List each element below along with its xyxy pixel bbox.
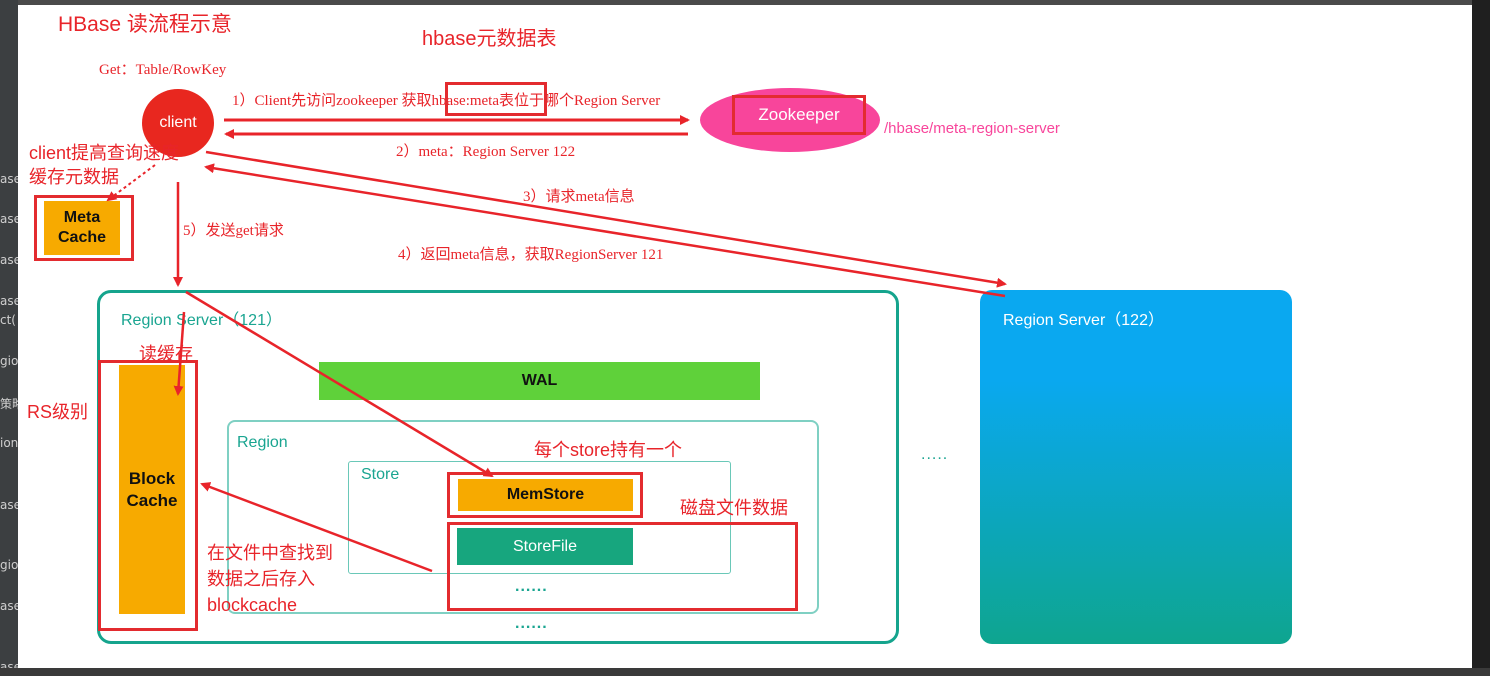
region-ellipsis: ...... xyxy=(515,615,548,632)
memstore-highlight xyxy=(447,472,643,518)
step2-label: 2）meta：Region Server 122 xyxy=(396,144,576,160)
sidebar-fragment: gio xyxy=(0,354,19,368)
client-node: client xyxy=(142,89,214,157)
store-label: Store xyxy=(361,466,400,483)
find-note-line3: blockcache xyxy=(207,595,298,615)
meta-cache-line1: Meta xyxy=(63,209,101,226)
get-label: Get：Table/RowKey xyxy=(99,62,227,78)
client-cache-note-line2: 缓存元数据 xyxy=(29,167,119,187)
rs-ellipsis: ..... xyxy=(921,446,949,463)
disk-data-label: 磁盘文件数据 xyxy=(680,498,788,518)
step3-arrow xyxy=(205,150,1007,288)
meta-table-label: hbase元数据表 xyxy=(422,28,557,50)
client-cache-note: client提高查询速度 缓存元数据 xyxy=(29,141,179,189)
block-cache-highlight xyxy=(98,360,198,631)
block-cache-line2: Cache xyxy=(126,490,178,510)
read-cache-arrow xyxy=(173,311,186,396)
sidebar-fragment: ase xyxy=(0,253,21,267)
sidebar-fragment: ase xyxy=(0,172,21,186)
per-store-label: 每个store持有一个 xyxy=(534,440,683,460)
meta-cache-line2: Cache xyxy=(57,229,107,246)
zk-path-label: /hbase/meta-region-server xyxy=(884,120,1060,137)
sidebar-fragment: ase xyxy=(0,498,21,512)
cache-meta-arrow xyxy=(106,164,156,202)
window-bottom-strip xyxy=(0,668,1490,676)
zookeeper-node xyxy=(700,88,880,152)
diagram-title: HBase 读流程示意 xyxy=(58,13,232,36)
storefile-node: StoreFile xyxy=(457,528,633,565)
step4-arrow xyxy=(204,163,1006,298)
block-cache-line1: Block xyxy=(128,468,176,488)
sidebar-fragment: gio xyxy=(0,558,19,572)
sidebar-fragment: ion xyxy=(0,436,19,450)
hbase-meta-highlight xyxy=(445,82,547,116)
memstore-arrow xyxy=(185,290,494,478)
sidebar-fragment: ase xyxy=(0,294,21,308)
blockcache-store-arrow xyxy=(200,482,433,573)
zookeeper-label: Zookeeper xyxy=(732,95,866,135)
region-server-122 xyxy=(980,290,1292,644)
block-cache-node: Block Cache xyxy=(119,365,185,614)
region-box xyxy=(227,420,819,614)
region-label: Region xyxy=(237,434,288,451)
client-cache-note-line1: client提高查询速度 xyxy=(29,143,180,163)
meta-cache-highlight xyxy=(34,195,134,261)
step3-label: 3）请求meta信息 xyxy=(523,189,635,205)
step4-label: 4）返回meta信息，获取RegionServer 121 xyxy=(398,247,664,263)
sidebar-fragment: ct( xyxy=(0,313,16,327)
store-box xyxy=(348,461,731,574)
sidebar-fragment: ase xyxy=(0,212,21,226)
rs-level-label: RS级别 xyxy=(27,402,89,422)
step5-label: 5）发送get请求 xyxy=(183,223,284,239)
disk-data-highlight xyxy=(447,522,798,611)
find-note-line1: 在文件中查找到 xyxy=(207,543,333,563)
meta-cache-node: Meta Cache xyxy=(44,201,120,255)
window-top-strip xyxy=(18,0,1490,5)
sidebar-fragment: ase xyxy=(0,599,21,613)
find-note-line2: 数据之后存入 xyxy=(207,569,315,589)
find-note: 在文件中查找到 数据之后存入 blockcache xyxy=(207,540,333,618)
memstore-node: MemStore xyxy=(458,479,633,511)
rs122-label: Region Server（122） xyxy=(1003,312,1164,329)
region-server-121 xyxy=(97,290,899,644)
storefile-ellipsis: ...... xyxy=(515,578,548,595)
wal-node: WAL xyxy=(319,362,760,400)
window-right-strip xyxy=(1472,0,1490,676)
